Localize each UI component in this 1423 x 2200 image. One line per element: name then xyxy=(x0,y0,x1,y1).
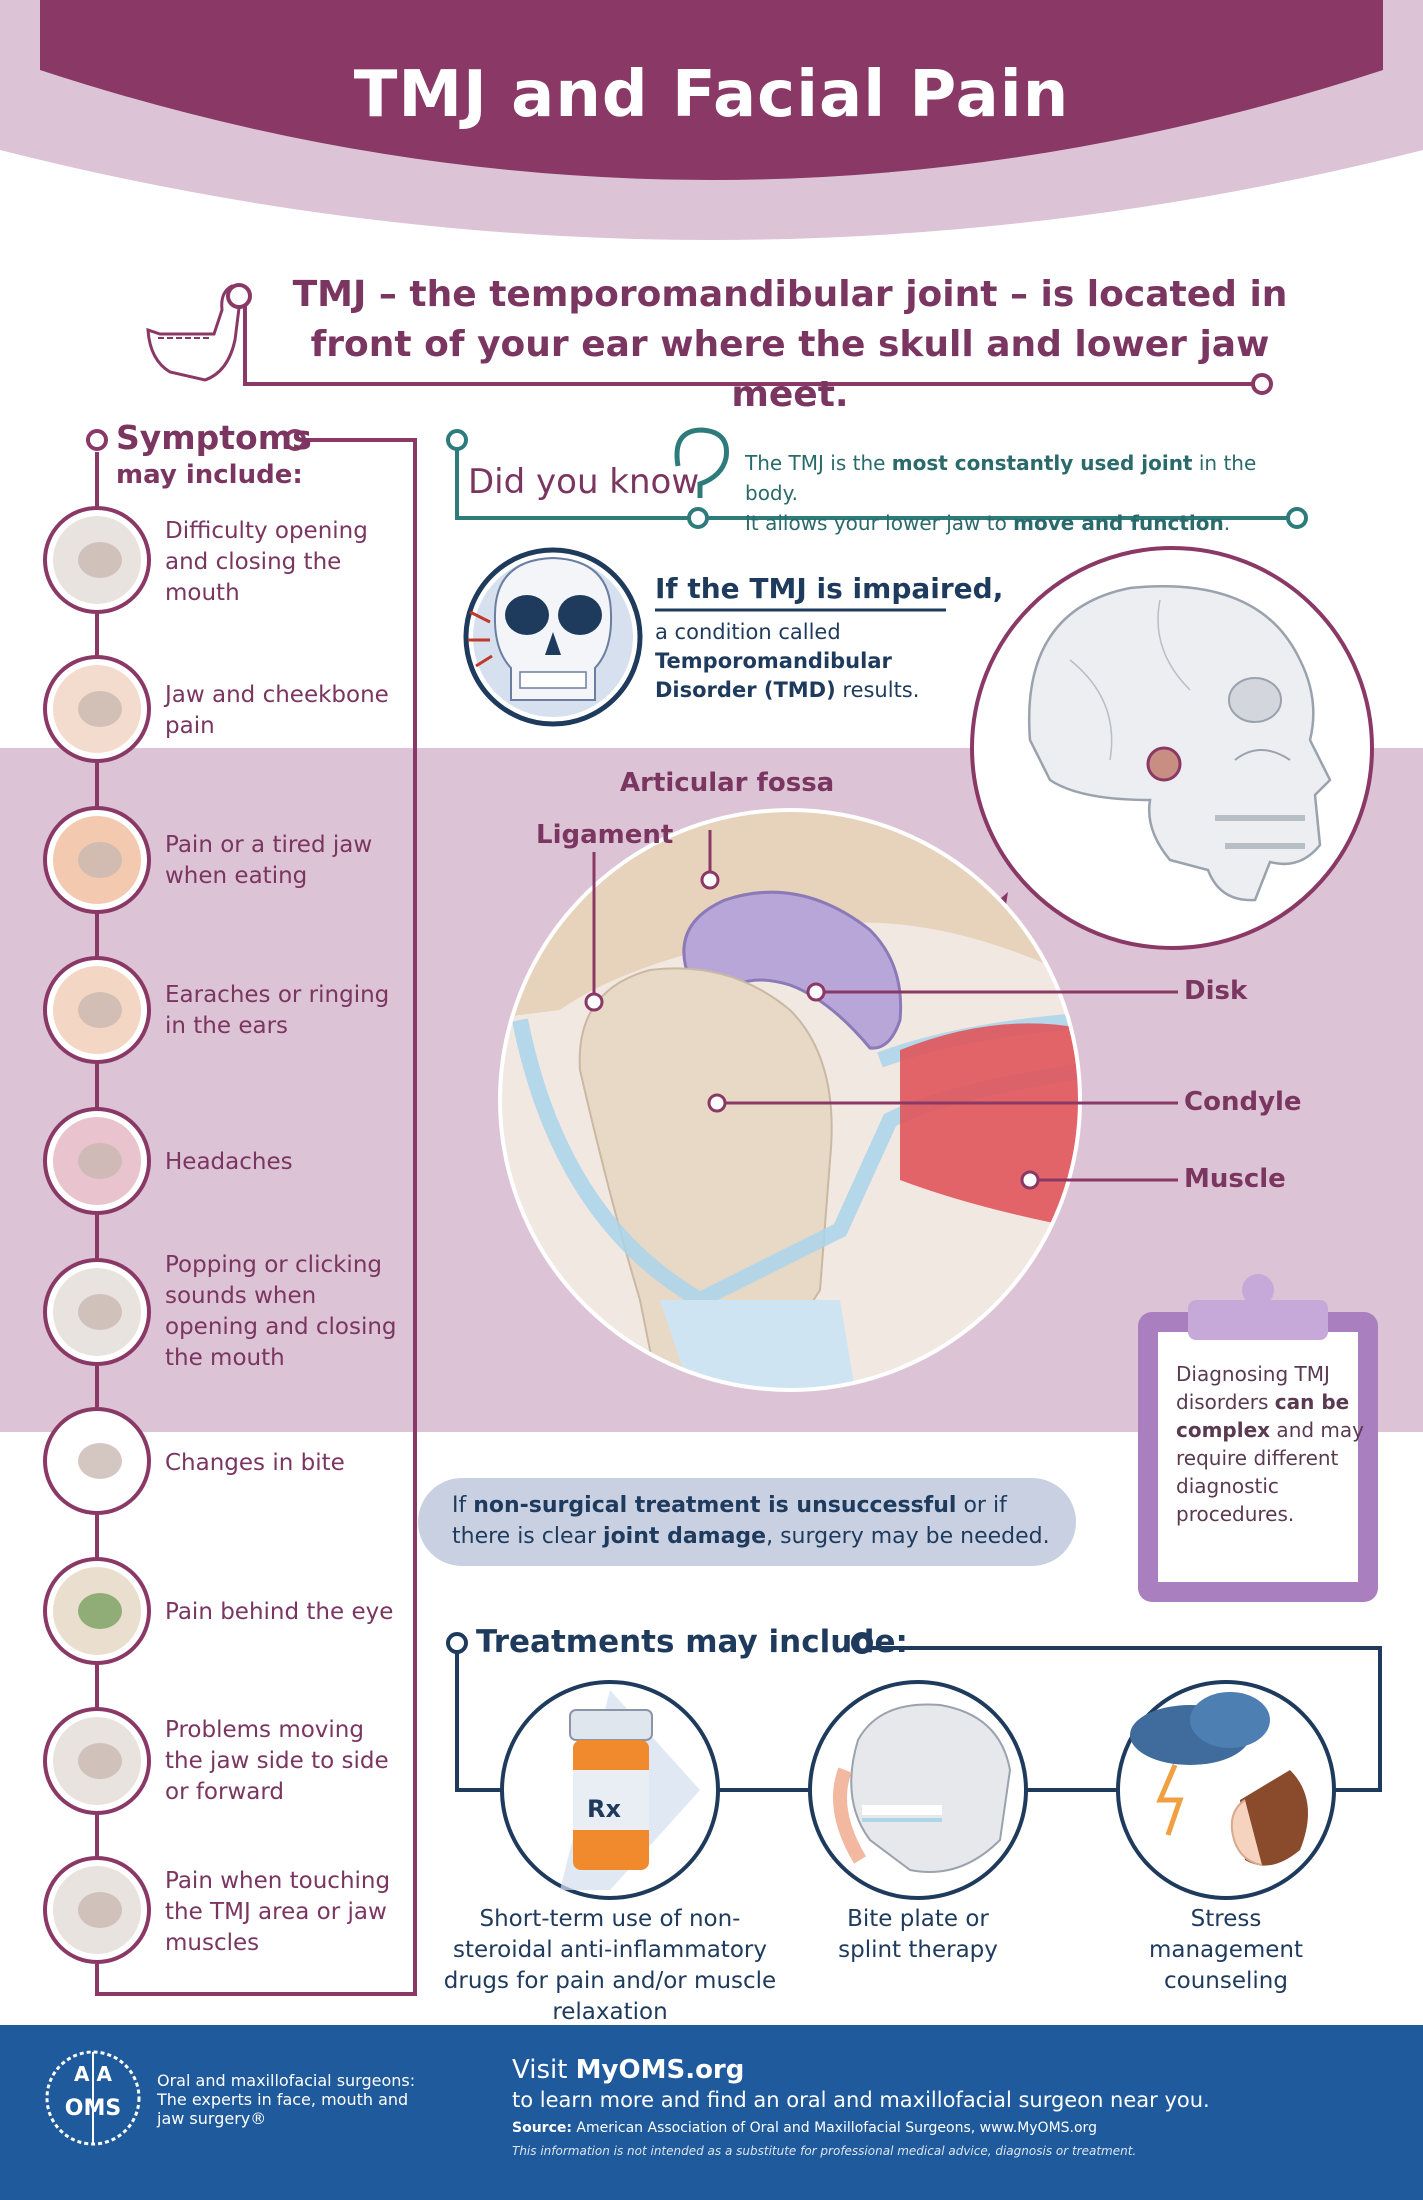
page-title: TMJ and Facial Pain xyxy=(353,58,1070,132)
dyk-node-end xyxy=(1286,507,1308,529)
dyk-body: The TMJ is the most constantly used join… xyxy=(745,448,1305,538)
symptoms-node-right xyxy=(284,429,306,451)
treatments-frame xyxy=(455,1646,1382,1792)
logo-letters-bottom: OMS xyxy=(64,2096,122,2121)
symptom-item: Problems moving the jaw side to side or … xyxy=(165,1717,389,1805)
skull-icon xyxy=(463,547,643,727)
symptom-item: Pain behind the eye xyxy=(165,1599,394,1625)
footer-learn: to learn more and find an oral and maxil… xyxy=(512,2088,1210,2112)
symptom-item: Difficulty opening and closing the mouth xyxy=(165,518,368,606)
symptoms-title: Symptoms xyxy=(116,418,312,457)
teeth-icon xyxy=(43,1407,151,1515)
symptom-item: Changes in bite xyxy=(165,1450,345,1476)
treatment-item: Short-term use of non-steroidal anti-inf… xyxy=(443,1906,777,2025)
intro-node xyxy=(226,283,252,309)
treatment-item: Bite plate or splint therapy xyxy=(838,1906,998,1963)
dyk-title: Did you know xyxy=(468,462,700,502)
clipboard-icon xyxy=(1138,1274,1378,1602)
clicking-jaw-icon xyxy=(43,1258,151,1366)
label-condyle: Condyle xyxy=(1184,1087,1302,1117)
footer-bar xyxy=(0,2025,1423,2200)
symptom-icons xyxy=(43,506,151,1964)
surgery-emphasis: joint damage xyxy=(603,1524,767,1549)
surgery-text: , surgery may be needed. xyxy=(766,1524,1050,1549)
surgery-banner xyxy=(418,1478,1076,1566)
footer-tagline: Oral and maxillofacial surgeons: The exp… xyxy=(157,2071,416,2128)
intro-statement: TMJ – the temporomandibular joint – is l… xyxy=(292,274,1288,415)
jaw-muscle-icon xyxy=(43,1856,151,1964)
dyk-node-mid xyxy=(687,507,709,529)
impaired-text: a condition called xyxy=(655,620,841,644)
source-label: Source: xyxy=(512,2120,572,2136)
label-ligament: Ligament xyxy=(536,820,674,850)
surgery-text: If xyxy=(452,1493,474,1518)
treatments-title: Treatments may include: xyxy=(476,1624,908,1660)
header-arc xyxy=(40,0,1383,180)
label-disk: Disk xyxy=(1184,976,1248,1006)
dyk-text: . xyxy=(1223,511,1231,535)
logo-letters-top: A A xyxy=(74,2062,112,2086)
dyk-frame xyxy=(455,442,1290,520)
surgery-emphasis: non-surgical treatment is unsuccessful xyxy=(473,1493,957,1518)
tmj-joint-illustration xyxy=(498,808,1082,1392)
symptom-item: Headaches xyxy=(165,1149,293,1175)
impaired-text: results. xyxy=(835,678,920,702)
impaired-emphasis: Temporomandibular Disorder (TMD) xyxy=(655,649,892,702)
diagnosis-emphasis: can be complex xyxy=(1176,1390,1350,1442)
surgery-text: or if there is clear xyxy=(452,1493,1007,1549)
intro-connector xyxy=(243,306,1252,386)
treatment-icon-splint xyxy=(808,1680,1028,1900)
symptoms-node-left xyxy=(86,429,108,451)
dyk-text: The TMJ is the xyxy=(745,451,892,475)
jaw-movement-icon xyxy=(43,1707,151,1815)
question-mark-icon xyxy=(674,427,729,498)
label-articular-fossa: Articular fossa xyxy=(620,768,835,798)
symptom-item: Pain when touching the TMJ area or jaw m… xyxy=(165,1868,391,1956)
impaired-title: If the TMJ is impaired, xyxy=(655,572,1004,605)
impaired-body: a condition called Temporomandibular Dis… xyxy=(655,618,955,705)
treatments-node-left xyxy=(446,1632,468,1654)
symptom-item: Jaw and cheekbone pain xyxy=(165,682,389,739)
rx-badge: Rx xyxy=(587,1795,621,1823)
footer-disclaimer: This information is not intended as a su… xyxy=(512,2144,1137,2158)
skull-jaw-icon xyxy=(43,506,151,614)
treatments-node-right xyxy=(851,1632,873,1654)
treatment-icon-pill-bottle xyxy=(500,1680,720,1900)
surgery-note: If non-surgical treatment is unsuccessfu… xyxy=(452,1490,1052,1552)
symptom-item: Pain or a tired jaw when eating xyxy=(165,832,373,889)
eating-icon xyxy=(43,806,151,914)
symptoms-subtitle: may include: xyxy=(116,460,303,490)
footer-source: Source: American Association of Oral and… xyxy=(512,2120,1097,2136)
intro-end-node xyxy=(1251,373,1273,395)
dyk-emphasis: most constantly used joint xyxy=(891,451,1193,475)
dyk-node-top xyxy=(446,429,468,451)
face-pain-icon xyxy=(43,655,151,763)
dyk-emphasis: move and function xyxy=(1013,511,1224,535)
diagnosis-text: and may require different diagnostic pro… xyxy=(1176,1418,1364,1526)
symptom-item: Popping or clicking sounds when opening … xyxy=(165,1252,397,1371)
label-muscle: Muscle xyxy=(1184,1164,1286,1194)
dyk-text: It allows your lower jaw to xyxy=(745,511,1014,535)
ear-icon xyxy=(43,956,151,1064)
treatment-icon-stress xyxy=(1116,1680,1336,1900)
diagnosis-note: Diagnosing TMJ disorders can be complex … xyxy=(1176,1360,1366,1528)
source-text: American Association of Oral and Maxillo… xyxy=(571,2120,1097,2136)
footer-visit-text: Visit xyxy=(512,2055,576,2085)
footer-visit: Visit MyOMS.org xyxy=(512,2055,744,2085)
aaoms-logo xyxy=(45,2050,141,2146)
eye-icon xyxy=(43,1557,151,1665)
diagnosis-text: Diagnosing TMJ disorders xyxy=(1176,1362,1330,1414)
skull-side-view xyxy=(970,546,1374,950)
dyk-text: in the body. xyxy=(745,451,1257,505)
symptom-item: Earaches or ringing in the ears xyxy=(165,982,390,1039)
brain-icon xyxy=(43,1107,151,1215)
treatment-item: Stress management counseling xyxy=(1148,1906,1304,1994)
footer-visit-link[interactable]: MyOMS.org xyxy=(575,2055,745,2085)
